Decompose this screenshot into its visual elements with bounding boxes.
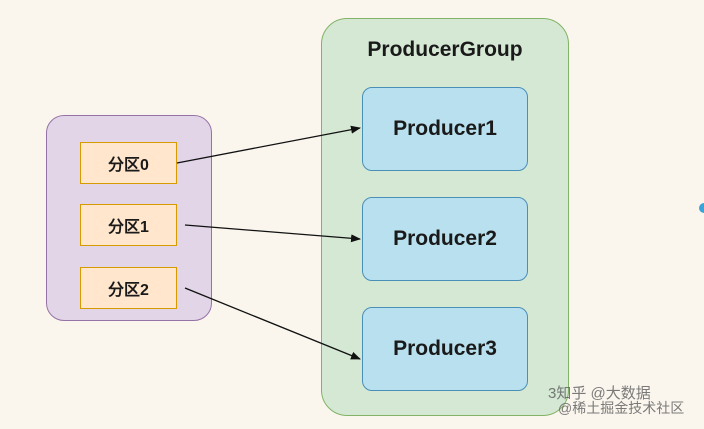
watermark-line-2: @稀土掘金技术社区 [558,400,685,416]
arrow-partition2-to-producer3 [184,287,361,360]
arrow-partition0-to-producer1 [176,125,361,164]
partition-1-node: 分区1 [80,204,177,246]
producer-3-node: Producer3 [362,307,528,391]
arrow-partition1-to-producer2 [184,224,361,243]
producer-1-node: Producer1 [362,87,528,171]
partition-0-node: 分区0 [80,142,177,184]
connection-point-dot [699,203,704,213]
watermark-line-1: 3知乎 @大数据 [548,385,651,402]
producer-group-title: ProducerGroup [367,38,523,61]
producer-2-node: Producer2 [362,197,528,281]
partition-2-node: 分区2 [80,267,177,309]
